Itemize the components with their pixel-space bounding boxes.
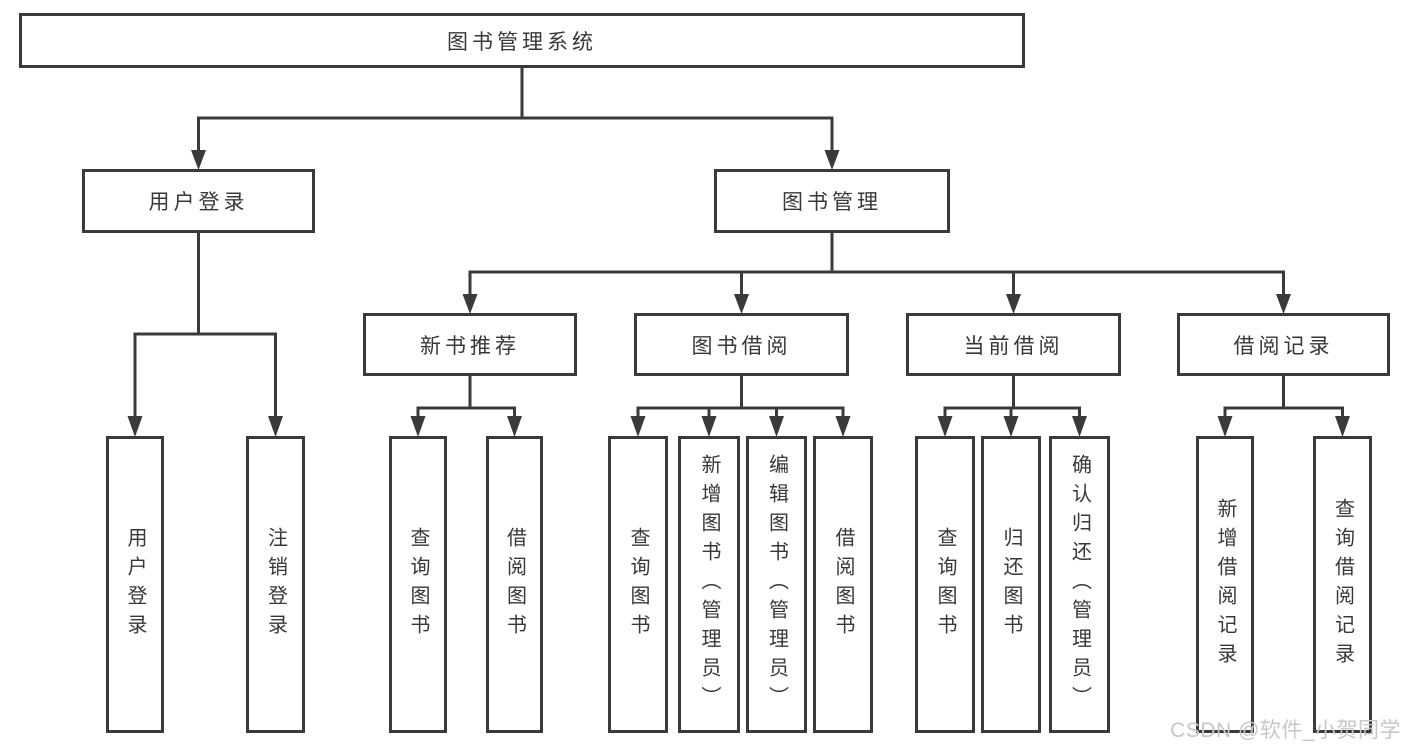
connector-book-mgmt-to-level3 xyxy=(462,233,1291,314)
connector-root-to-level2 xyxy=(191,68,840,170)
connector-borrow-records-to-leaves xyxy=(1217,376,1350,437)
leaf-query-books-current: 查询图书 xyxy=(915,436,975,733)
node-book-borrowing: 图书借阅 xyxy=(634,313,849,376)
leaf-return-book: 归还图书 xyxy=(981,436,1041,733)
leaf-confirm-return-admin: 确认归还（管理员） xyxy=(1049,436,1110,733)
node-book-management: 图书管理 xyxy=(714,169,950,233)
leaf-query-books-recommend: 查询图书 xyxy=(389,436,447,733)
node-system-root: 图书管理系统 xyxy=(19,13,1025,68)
leaf-query-books-borrow: 查询图书 xyxy=(608,436,668,733)
connector-new-book-rec-to-leaves xyxy=(410,376,522,437)
leaf-user-login: 用户登录 xyxy=(106,436,164,733)
leaf-borrow-books-recommend: 借阅图书 xyxy=(486,436,543,733)
leaf-add-borrow-record: 新增借阅记录 xyxy=(1196,436,1254,733)
watermark-text: CSDN @软件_小贺同学 xyxy=(1170,719,1401,742)
leaf-edit-book-admin: 编辑图书（管理员） xyxy=(746,436,807,733)
connector-book-borrow-to-leaves xyxy=(630,376,851,437)
node-borrowing-records: 借阅记录 xyxy=(1177,313,1390,376)
leaf-logout: 注销登录 xyxy=(246,436,305,733)
leaf-borrow-books: 借阅图书 xyxy=(813,436,873,733)
leaf-query-borrow-record: 查询借阅记录 xyxy=(1313,436,1372,733)
leaf-add-book-admin: 新增图书（管理员） xyxy=(678,436,740,733)
connector-user-login-to-leaves xyxy=(127,233,283,437)
node-user-login: 用户登录 xyxy=(82,169,315,233)
connector-current-borrow-to-leaves xyxy=(937,376,1087,437)
node-current-borrowing: 当前借阅 xyxy=(906,313,1121,376)
node-new-book-recommend: 新书推荐 xyxy=(363,313,577,376)
